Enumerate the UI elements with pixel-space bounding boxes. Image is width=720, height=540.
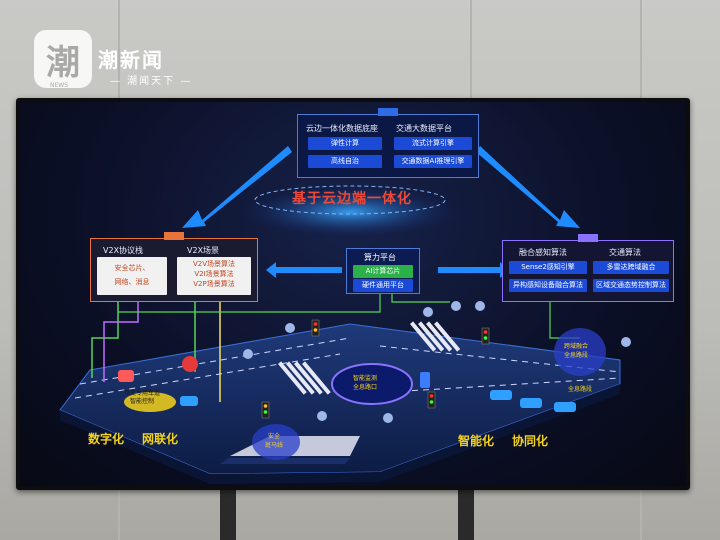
central-glow <box>238 186 462 238</box>
traffic-algo-title: 交通算法 <box>609 248 641 257</box>
fusion-algo-item: Sense2感知引擎 <box>509 261 587 274</box>
cloud-right-title: 交通大数据平台 <box>396 124 452 133</box>
bottom-right-label: 智能化 <box>458 434 495 448</box>
edge-right-header-tab <box>578 234 598 242</box>
v2x-scene-item: V2I场景算法 <box>194 270 234 278</box>
compute-title: 算力平台 <box>364 253 396 262</box>
camera-sensor-icon <box>243 301 631 423</box>
road-scene <box>59 146 631 484</box>
lane-line <box>74 353 341 399</box>
brand-tagline: — 潮闻天下 — <box>110 76 193 87</box>
cloud-left-item: 弹性计算 <box>308 137 382 150</box>
diagram-screen: 云边一体化数据底座 弹性计算 高线自治 交通大数据平台 流式计算引擎 交通数据A… <box>20 102 686 486</box>
arrow-right-diagonal <box>476 146 580 228</box>
traffic-light-lamps <box>263 322 488 414</box>
cloud-left-title: 云边一体化数据底座 <box>306 124 378 133</box>
v2x-stack-title: V2X协议栈 <box>103 246 144 255</box>
v2x-stack-text-line: 网络、消息 <box>114 278 150 286</box>
v2x-scene-title: V2X场景 <box>187 246 220 255</box>
crosswalk-label: 安全 斑马线 <box>265 432 283 450</box>
bottom-right-label: 协同化 <box>512 434 549 448</box>
edge-right-panel: 融合感知算法 Sense2感知引擎 异构感知设备融合算法 交通算法 多雷达跨域融… <box>502 234 674 302</box>
link-line-green <box>91 274 119 378</box>
cloud-left-item: 高线自治 <box>308 155 382 168</box>
junction-label: 智能监测 全息路口 <box>353 374 377 392</box>
bus-lane-label-line: 智能控制 <box>130 398 155 405</box>
bus-lane-label-line: 可变专用车道 <box>124 390 161 397</box>
arrow-left-horizontal <box>266 262 342 278</box>
v2x-scene-item: V2V场景算法 <box>192 260 236 268</box>
cloud-layer-box: 云边一体化数据底座 弹性计算 高线自治 交通大数据平台 流式计算引擎 交通数据A… <box>297 108 479 178</box>
fusion-label-line: 全息路段 <box>564 352 589 359</box>
v2x-stack-text-line: 安全芯片、 <box>114 264 150 272</box>
traffic-light-icon <box>261 319 490 419</box>
fusion-algo-title: 融合感知算法 <box>519 248 567 257</box>
traffic-algo-item: 多雷达跨域融合 <box>593 261 669 274</box>
logo-subtext: NEWS <box>50 82 69 89</box>
arrow-left-diagonal <box>182 146 292 228</box>
traffic-algo-item: 区域交通态势控制算法 <box>593 279 669 292</box>
junction-label-line: 全息路口 <box>353 384 378 391</box>
compute-platform-box: 算力平台 AI计算芯片 硬件通用平台 <box>346 248 420 294</box>
fusion-label-secondary: 全息路段 <box>568 386 593 393</box>
fusion-label-line: 跨域融合 <box>564 343 589 350</box>
arrow-right-horizontal <box>438 262 510 278</box>
compute-item: AI计算芯片 <box>353 265 413 278</box>
junction-circle <box>331 363 413 405</box>
crosswalk-label-line: 斑马线 <box>265 442 284 449</box>
v2x-scene-item: V2P场景算法 <box>193 280 235 288</box>
vehicles <box>118 356 576 412</box>
fusion-label: 跨域融合 全息路段 <box>564 342 588 360</box>
brand-name: 潮新闻 <box>98 48 164 72</box>
bus-lane-badge <box>124 392 176 412</box>
display-monitor: 云边一体化数据底座 弹性计算 高线自治 交通大数据平台 流式计算引擎 交通数据A… <box>16 98 690 490</box>
zebra-shadow <box>220 458 350 464</box>
compute-item: 硬件通用平台 <box>353 279 413 292</box>
bottom-left-label: 数字化 <box>88 432 125 446</box>
v2x-scene-box: V2V场景算法 V2I场景算法 V2P场景算法 <box>177 257 251 295</box>
crosswalk-label-line: 安全 <box>268 433 281 440</box>
fusion-algo-item: 异构感知设备融合算法 <box>509 279 587 292</box>
crosswalk-circle <box>252 424 300 460</box>
crosswalk-stripes <box>278 321 461 395</box>
cloud-header-tab <box>378 108 398 116</box>
cloud-right-item: 交通数据AI推理引擎 <box>394 155 472 168</box>
bus-lane-label: 可变专用车道 智能控制 <box>124 390 160 406</box>
edge-left-header-tab <box>164 232 184 240</box>
tv-stand-leg <box>458 488 474 540</box>
road-edge <box>60 384 620 484</box>
cloud-right-item: 流式计算引擎 <box>394 137 472 150</box>
junction-label-line: 智能监测 <box>353 375 378 382</box>
central-title: 基于云边端一体化 <box>292 191 412 207</box>
lane-line <box>389 377 621 393</box>
central-ring <box>254 185 446 215</box>
bottom-left-label: 网联化 <box>142 432 179 446</box>
v2x-stack-text-box: 安全芯片、 网络、消息 <box>97 257 167 295</box>
brand-logo: 潮 <box>34 30 92 88</box>
fusion-circle <box>554 328 606 376</box>
tv-stand-leg <box>220 488 236 540</box>
edge-left-panel: V2X协议栈 安全芯片、 网络、消息 V2X场景 V2V场景算法 V2I场景算法… <box>90 232 258 302</box>
